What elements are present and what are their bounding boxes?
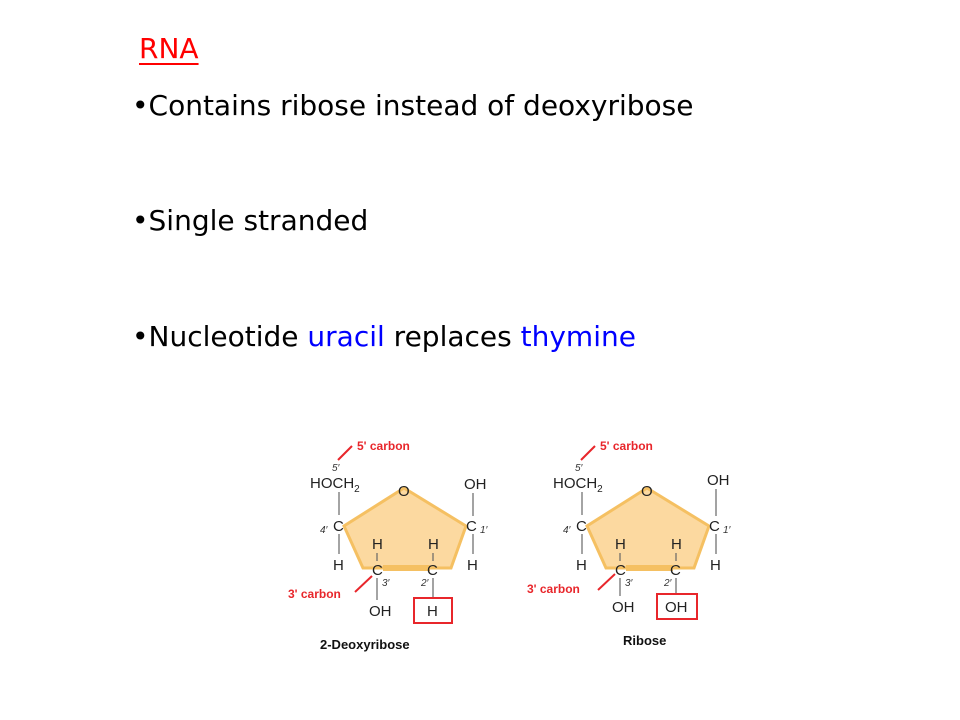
carbon-4: C <box>576 518 587 535</box>
callout-line-5 <box>337 445 353 461</box>
sugar-structures-diagram: 5' carbon 3' carbon 5′ HOCH2 O 4′ C H OH… <box>288 439 732 652</box>
top-right-oh: OH <box>464 476 487 493</box>
slide-title: RNA <box>139 32 199 65</box>
top-right-oh: OH <box>707 472 730 489</box>
hoch-text: HOCH <box>553 475 597 492</box>
ribose-structure: 5' carbon 3' carbon 5′ HOCH2 O 4′ C H OH… <box>527 439 732 648</box>
carbon-2: C <box>427 562 438 579</box>
hoch2-group: HOCH2 <box>310 475 360 495</box>
callout-line-3 <box>354 575 373 593</box>
highlight-uracil: uracil <box>307 320 385 353</box>
hydrogen: H <box>576 557 587 574</box>
hydrogen: H <box>615 536 626 553</box>
hoch2-group: HOCH2 <box>553 475 603 495</box>
subscript-2: 2 <box>597 484 603 495</box>
hoch-text: HOCH <box>310 475 354 492</box>
numeral-3: 3′ <box>625 578 634 589</box>
ring-oxygen: O <box>641 483 653 500</box>
numeral-1: 1′ <box>723 525 732 536</box>
numeral-4: 4′ <box>320 525 329 536</box>
hydrogen: H <box>333 557 344 574</box>
callout-3-carbon: 3' carbon <box>527 582 580 596</box>
carbon-1: C <box>709 518 720 535</box>
numeral-1: 1′ <box>480 525 489 536</box>
ribose-ring <box>585 486 711 570</box>
numeral-2: 2′ <box>663 578 673 589</box>
highlight-box <box>656 593 698 620</box>
callout-line-5 <box>580 445 596 461</box>
numeral-4: 4′ <box>563 525 572 536</box>
bullet-text: •Nucleotide <box>132 320 308 353</box>
hydrogen: H <box>710 557 721 574</box>
callout-5-carbon: 5' carbon <box>357 439 410 453</box>
bottom-left-oh: OH <box>369 603 392 620</box>
hydrogen: H <box>428 536 439 553</box>
hydrogen: H <box>372 536 383 553</box>
subscript-2: 2 <box>354 484 360 495</box>
bottom-right-h: H <box>427 603 438 620</box>
hydrogen: H <box>671 536 682 553</box>
hydrogen: H <box>467 557 478 574</box>
callout-3-carbon: 3' carbon <box>288 587 341 601</box>
highlight-box <box>413 597 453 624</box>
bottom-left-oh: OH <box>612 599 635 616</box>
bullet-text: replaces <box>384 320 521 353</box>
carbon-3: C <box>372 562 383 579</box>
bullet-single-stranded: •Single stranded <box>132 204 368 237</box>
deoxyribose-structure: 5' carbon 3' carbon 5′ HOCH2 O 4′ C H OH… <box>288 439 489 652</box>
numeral-2: 2′ <box>420 578 430 589</box>
bullet-text: •Single stranded <box>132 204 369 237</box>
carbon-4: C <box>333 518 344 535</box>
carbon-1: C <box>466 518 477 535</box>
numeral-5: 5′ <box>332 463 341 474</box>
callout-line-3 <box>597 573 616 591</box>
ribose-caption: Ribose <box>623 633 666 648</box>
ring-oxygen: O <box>398 483 410 500</box>
deoxyribose-ring <box>342 486 468 570</box>
bullet-uracil: •Nucleotide uracil replaces thymine <box>132 320 636 353</box>
carbon-2: C <box>670 562 681 579</box>
deoxyribose-caption: 2-Deoxyribose <box>320 637 410 652</box>
numeral-3: 3′ <box>382 578 391 589</box>
callout-5-carbon: 5' carbon <box>600 439 653 453</box>
bullet-text: •Contains ribose instead of deoxyribose <box>132 89 694 122</box>
carbon-3: C <box>615 562 626 579</box>
highlight-thymine: thymine <box>520 320 636 353</box>
numeral-5: 5′ <box>575 463 584 474</box>
bullet-ribose: •Contains ribose instead of deoxyribose <box>132 89 693 122</box>
bottom-right-oh: OH <box>665 599 688 616</box>
